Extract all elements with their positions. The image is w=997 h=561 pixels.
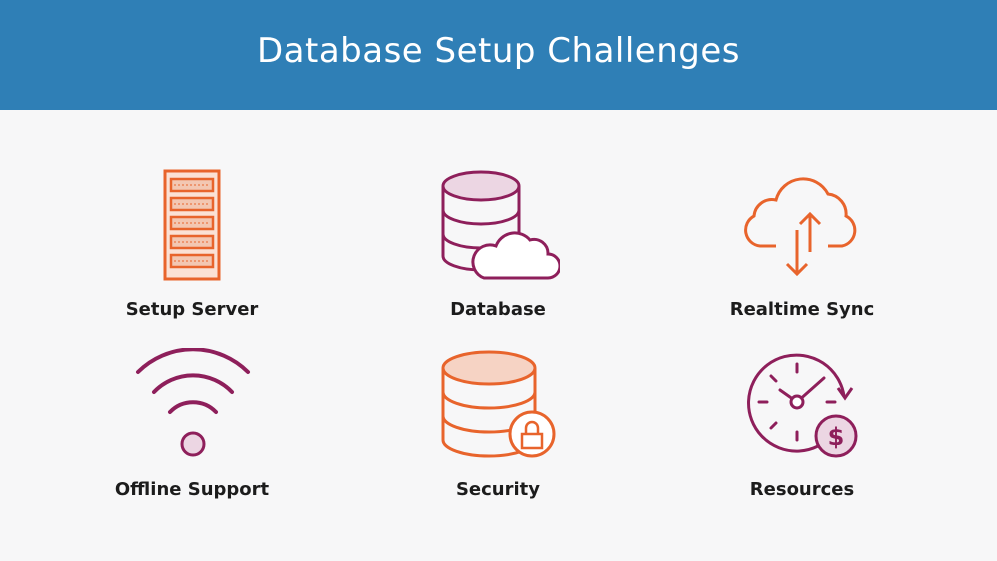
cloud-sync-icon	[744, 177, 857, 277]
label-offline-support: Offline Support	[114, 479, 270, 500]
title-banner: Database Setup Challenges	[0, 0, 997, 110]
page-title: Database Setup Challenges	[256, 31, 740, 71]
label-security: Security	[455, 479, 541, 500]
label-realtime-sync: Realtime Sync	[729, 299, 875, 320]
clock-dollar-icon: $	[747, 353, 858, 458]
svg-text:$: $	[828, 423, 845, 451]
label-resources: Resources	[749, 479, 855, 500]
database-cloud-icon	[441, 170, 560, 280]
server-rack-icon	[163, 169, 221, 281]
label-database: Database	[450, 299, 546, 320]
database-lock-icon	[441, 350, 556, 458]
label-setup-server: Setup Server	[125, 299, 259, 320]
wifi-icon	[136, 348, 250, 457]
